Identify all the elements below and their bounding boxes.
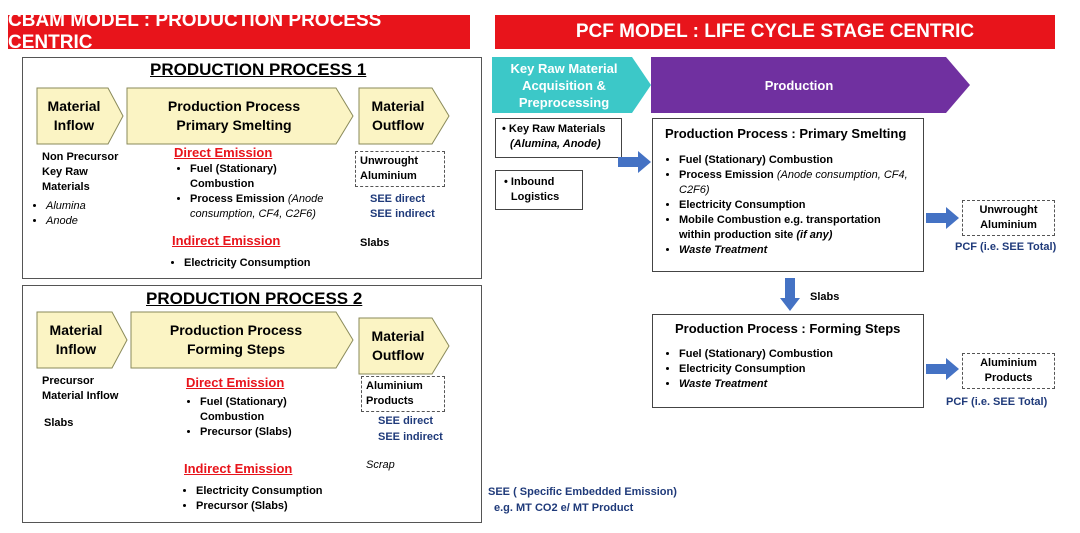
list-item: Alumina [46, 199, 86, 214]
list-item: Mobile Combustion e.g. transportationwit… [679, 213, 908, 243]
raw-materials-label: • Key Raw Materials [502, 123, 606, 135]
process1-see-indirect: SEE indirect [370, 208, 435, 220]
pcf-raw-materials-box: • Key Raw Materials (Alumina, Anode) [495, 118, 622, 158]
list-item: Fuel (Stationary) Combustion [190, 162, 323, 192]
list-item: Precursor (Slabs) [196, 499, 323, 514]
cbam-banner: CBAM MODEL : PRODUCTION PROCESS CENTRIC [8, 10, 470, 53]
process2-product-box: Aluminium Products [361, 376, 445, 412]
process1-slabs: Slabs [360, 237, 390, 249]
list-item: Process Emission (Anode consumption, CF4… [679, 168, 908, 198]
pcf-product1-box: Unwrought Aluminium [962, 200, 1055, 236]
process1-product-box: Unwrought Aluminium [355, 151, 445, 187]
pcf1-label: PCF (i.e. SEE Total) [955, 241, 1057, 253]
smelting-list: Fuel (Stationary) Combustion Process Emi… [665, 153, 908, 258]
process2-indirect-list: Electricity Consumption Precursor (Slabs… [182, 484, 323, 514]
process2-inputs-title: Precursor Material Inflow [42, 375, 119, 402]
process1-title: PRODUCTION PROCESS 1 [150, 60, 367, 79]
pcf-smelting-box: Production Process : Primary Smelting Fu… [652, 118, 924, 272]
process2-inputs-slabs: Slabs [44, 417, 74, 429]
process2-indirect-title: Indirect Emission [184, 461, 293, 476]
list-item: Electricity Consumption [184, 256, 311, 271]
process1-inputs-list: Alumina Anode [32, 199, 86, 229]
process2-direct-list: Fuel (Stationary) Combustion Precursor (… [186, 395, 292, 440]
pcf-inbound-box: • Inbound Logistics [495, 170, 583, 210]
smelting-to-forming-arrow [780, 278, 800, 311]
list-item: Fuel (Stationary) Combustion [200, 395, 292, 425]
list-item: Electricity Consumption [679, 362, 833, 377]
process2-direct-title: Direct Emission [186, 375, 285, 390]
list-item: Electricity Consumption [679, 198, 908, 213]
list-item: Precursor (Slabs) [200, 425, 292, 440]
pcf2-label: PCF (i.e. SEE Total) [946, 396, 1048, 408]
process1-indirect-title: Indirect Emission [172, 233, 281, 248]
smelting-title: Production Process : Primary Smelting [665, 126, 907, 141]
process1-inflow-chevron: Material Inflow [36, 87, 124, 145]
process1-outflow-chevron: Material Outflow [358, 87, 450, 145]
list-item: Waste Treatment [679, 377, 833, 392]
pcf-forming-box: Production Process : Forming Steps Fuel … [652, 314, 924, 408]
pcf-banner: PCF MODEL : LIFE CYCLE STAGE CENTRIC [495, 15, 1055, 49]
list-item: Electricity Consumption [196, 484, 323, 499]
forming-title: Production Process : Forming Steps [675, 321, 901, 336]
list-item: Fuel (Stationary) Combustion [679, 153, 908, 168]
smelting-to-product-arrow [926, 207, 959, 229]
process1-direct-title: Direct Emission [174, 145, 273, 160]
process2-title: PRODUCTION PROCESS 2 [146, 289, 363, 308]
list-item: Waste Treatment [679, 243, 908, 258]
process2-see-indirect: SEE indirect [378, 431, 443, 443]
process1-inputs-title: Non Precursor Key Raw Materials [42, 151, 119, 193]
process1-see-direct: SEE direct [370, 193, 426, 205]
process1-direct-list: Fuel (Stationary) Combustion Process Emi… [176, 162, 323, 222]
pcf-product2-box: Aluminium Products [962, 353, 1055, 389]
process2-inflow-chevron: Material Inflow [36, 311, 128, 369]
see-note-line1: SEE ( Specific Embedded Emission) [488, 486, 677, 498]
process2-process-chevron: Production Process Forming Steps [130, 311, 354, 369]
process2-scrap: Scrap [366, 459, 395, 471]
list-item: Fuel (Stationary) Combustion [679, 347, 833, 362]
raw-materials-sub: (Alumina, Anode) [510, 138, 601, 150]
forming-list: Fuel (Stationary) Combustion Electricity… [665, 347, 833, 392]
process2-see-direct: SEE direct [378, 415, 434, 427]
pcf-stage2-chevron: Production [651, 57, 971, 114]
pcf-slabs: Slabs [810, 291, 840, 303]
process2-outflow-chevron: Material Outflow [358, 317, 450, 375]
see-note-line2: e.g. MT CO2 e/ MT Product [494, 502, 634, 514]
process1-process-chevron: Production Process Primary Smelting [126, 87, 354, 145]
raw-to-smelting-arrow [618, 151, 651, 173]
pcf-stage1-chevron: Key Raw Material Acquisition & Preproces… [492, 57, 652, 114]
forming-to-product-arrow [926, 358, 959, 380]
list-item: Anode [46, 214, 86, 229]
process1-indirect-list: Electricity Consumption [170, 256, 311, 271]
inbound-label: • Inbound Logistics [504, 176, 560, 203]
